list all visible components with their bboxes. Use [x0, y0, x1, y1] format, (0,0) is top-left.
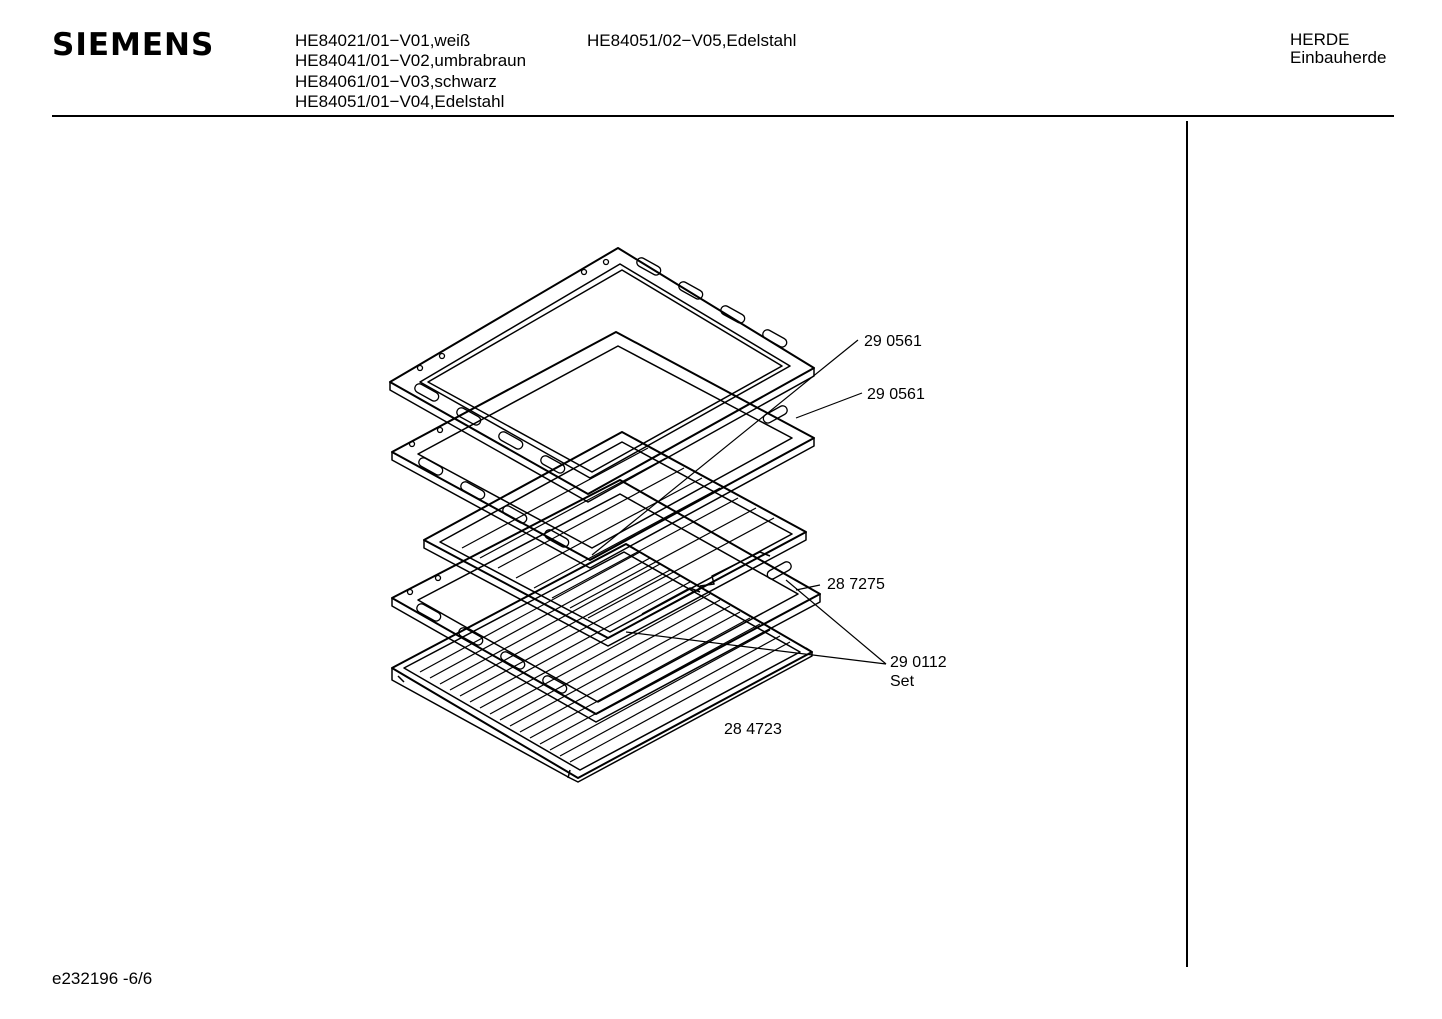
model-list-left: HE84021/01−V01,weiß HE84041/01−V02,umbra… — [295, 31, 526, 112]
document-id: e232196 -6/6 — [52, 969, 153, 988]
part-label: 28 7275 — [827, 576, 885, 593]
middle-frame-part — [391, 331, 815, 569]
leader-line — [795, 584, 821, 591]
part-label: 29 0561 — [864, 333, 922, 350]
leader-lines — [591, 339, 887, 665]
model-line: HE84051/01−V04,Edelstahl — [295, 91, 505, 111]
part-label: 29 0112 — [890, 654, 947, 671]
category-subtitle: Einbauherde — [1290, 48, 1387, 67]
lower-frame-part — [391, 479, 821, 723]
baking-tray-part — [391, 543, 813, 783]
grille-insert-part — [423, 431, 807, 647]
model-line: HE84061/01−V03,schwarz — [295, 71, 497, 91]
part-label: 29 0561 — [867, 386, 925, 403]
header-divider — [52, 115, 1394, 117]
model-line: HE84041/01−V02,umbrabraun — [295, 51, 527, 71]
model-list-right: HE84051/02−V05,Edelstahl — [587, 31, 796, 51]
model-line: HE84021/01−V01,weiß — [295, 31, 471, 50]
leader-line — [785, 579, 887, 665]
top-frame-part — [389, 247, 815, 503]
leader-line — [591, 339, 859, 556]
side-divider — [1186, 121, 1188, 967]
siemens-logo: SIEMENS — [52, 27, 215, 63]
part-label: 28 4723 — [724, 721, 782, 738]
leader-line — [625, 631, 887, 665]
model-line: HE84051/02−V05,Edelstahl — [587, 31, 797, 50]
part-label-sub: Set — [890, 673, 915, 690]
leader-line — [795, 392, 863, 419]
category-block: HERDE Einbauherde — [1290, 31, 1386, 67]
category-title: HERDE — [1290, 30, 1350, 49]
